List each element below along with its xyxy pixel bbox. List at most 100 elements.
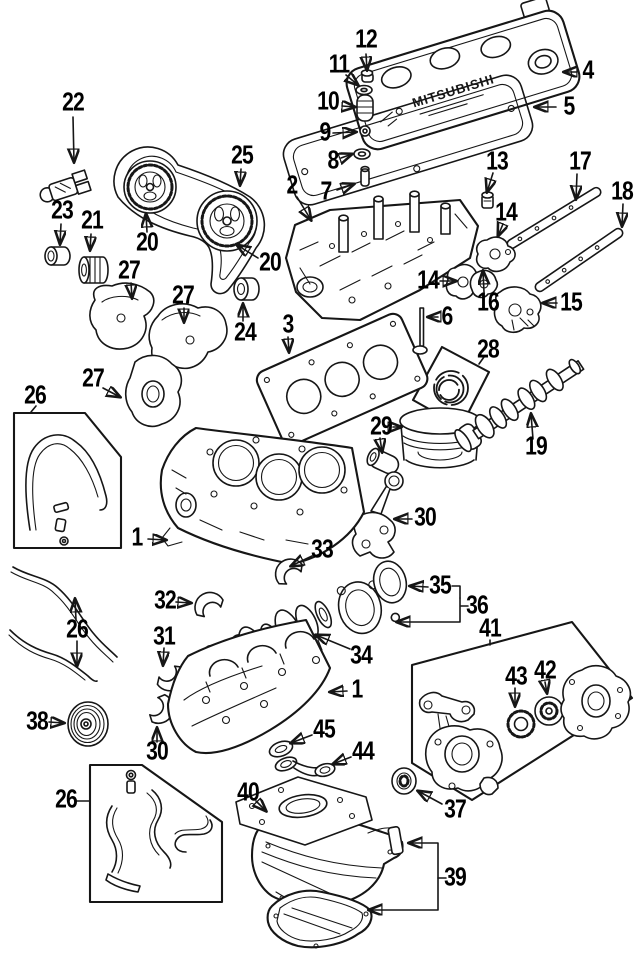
timing-cover-upper-rear — [148, 303, 228, 370]
leader-7 — [336, 184, 354, 190]
gasket-strip-upper — [10, 566, 118, 663]
callout-6[interactable]: 6 — [441, 301, 454, 332]
crankshaft-timing-gear — [78, 256, 109, 284]
callout-45[interactable]: 45 — [313, 714, 336, 745]
rocker-shaft-intake — [506, 186, 602, 250]
leader-27 — [102, 388, 120, 397]
leader-39 — [409, 843, 447, 879]
callout-9[interactable]: 9 — [319, 117, 332, 148]
leader-34 — [316, 635, 351, 650]
leader-29 — [380, 437, 382, 452]
callout-33[interactable]: 33 — [311, 534, 334, 565]
group-box-26-upper — [12, 411, 123, 550]
leader-10 — [342, 106, 355, 107]
piston-ring-set — [433, 370, 469, 406]
head-gasket — [255, 312, 429, 446]
callout-39[interactable]: 39 — [444, 862, 467, 893]
callout-22[interactable]: 22 — [62, 87, 85, 118]
callout-23[interactable]: 23 — [51, 195, 74, 226]
leader-23 — [60, 223, 61, 244]
leader-27 — [131, 282, 132, 298]
callout-15[interactable]: 15 — [560, 287, 583, 318]
leader-35 — [410, 586, 429, 587]
callout-26-box-upper[interactable]: 26 — [24, 380, 47, 411]
callout-27-middle[interactable]: 27 — [172, 280, 195, 311]
callout-26-strips[interactable]: 26 — [66, 614, 89, 645]
callout-21[interactable]: 21 — [81, 205, 104, 236]
callout-14-upper[interactable]: 14 — [495, 197, 518, 228]
leader-25 — [240, 168, 241, 185]
callout-43[interactable]: 43 — [505, 661, 528, 692]
callout-40[interactable]: 40 — [237, 777, 260, 808]
callout-10[interactable]: 10 — [317, 86, 340, 117]
callout-17[interactable]: 17 — [569, 146, 592, 177]
callout-14-lower[interactable]: 14 — [417, 265, 440, 296]
callout-4[interactable]: 4 — [582, 55, 595, 86]
rocker-shaft-exhaust — [534, 227, 624, 293]
callout-16[interactable]: 16 — [477, 287, 500, 318]
callout-20-right[interactable]: 20 — [259, 247, 282, 278]
callout-18[interactable]: 18 — [611, 176, 634, 207]
callout-7[interactable]: 7 — [320, 176, 333, 207]
oil-pan-baffle — [235, 776, 373, 846]
leader-22 — [73, 116, 74, 162]
callout-24[interactable]: 24 — [234, 317, 257, 348]
callout-38[interactable]: 38 — [26, 706, 49, 737]
leader-38 — [48, 722, 64, 723]
callout-1-bedplate[interactable]: 1 — [351, 674, 364, 705]
leader-3 — [288, 336, 289, 352]
rocker-arm-upper — [475, 236, 516, 273]
callout-1-block[interactable]: 1 — [131, 522, 144, 553]
leader-20 — [146, 214, 147, 233]
callout-37[interactable]: 37 — [444, 794, 467, 825]
callout-27-lower[interactable]: 27 — [82, 363, 105, 394]
callout-42[interactable]: 42 — [534, 655, 557, 686]
camshaft-sprocket-rear — [196, 190, 258, 252]
callout-26-box-lower[interactable]: 26 — [55, 784, 78, 815]
valve-cover-gasket — [282, 74, 534, 206]
callout-13[interactable]: 13 — [486, 146, 509, 177]
callout-2[interactable]: 2 — [286, 170, 299, 201]
callout-27-upper[interactable]: 27 — [118, 255, 141, 286]
callout-31[interactable]: 31 — [153, 621, 176, 652]
oil-pan-lower — [266, 889, 373, 949]
cover-bolt-and-seal-stack — [353, 69, 374, 187]
callout-44[interactable]: 44 — [352, 736, 375, 767]
callout-8[interactable]: 8 — [327, 145, 340, 176]
callout-30-rod[interactable]: 30 — [414, 502, 437, 533]
callout-20-left[interactable]: 20 — [136, 227, 159, 258]
leader-20 — [237, 245, 259, 259]
callout-30-bearing[interactable]: 30 — [146, 736, 169, 767]
callout-3[interactable]: 3 — [282, 309, 295, 340]
oil-pump-body — [424, 725, 503, 796]
callout-11[interactable]: 11 — [328, 49, 350, 80]
seal-kit-upper — [25, 434, 108, 546]
leader-11 — [346, 75, 358, 85]
callout-19[interactable]: 19 — [525, 431, 548, 462]
callout-29[interactable]: 29 — [370, 411, 393, 442]
group-box-41 — [410, 620, 634, 802]
callout-32[interactable]: 32 — [154, 585, 177, 616]
group-box-26-lower — [88, 763, 224, 904]
callout-5[interactable]: 5 — [563, 91, 576, 122]
leader-16 — [483, 271, 484, 293]
cylinder-head — [284, 190, 480, 322]
timing-belt-idler-pulley — [233, 277, 260, 301]
oil-screen-gasket — [268, 740, 294, 758]
leader-8 — [341, 154, 352, 158]
camshaft-sprocket-front — [123, 160, 177, 214]
leader-2 — [296, 196, 311, 220]
camshaft-position-sensor — [39, 169, 92, 203]
callout-34[interactable]: 34 — [350, 640, 373, 671]
leader-33 — [291, 556, 313, 566]
callout-12[interactable]: 12 — [355, 24, 378, 55]
callout-25[interactable]: 25 — [231, 140, 254, 171]
oil-pump-cover — [560, 664, 632, 740]
leader-12 — [366, 53, 367, 70]
callout-41[interactable]: 41 — [479, 613, 502, 644]
callout-35[interactable]: 35 — [429, 570, 452, 601]
leader-31 — [163, 647, 164, 665]
callout-36[interactable]: 36 — [466, 590, 489, 621]
callout-28[interactable]: 28 — [477, 334, 500, 365]
